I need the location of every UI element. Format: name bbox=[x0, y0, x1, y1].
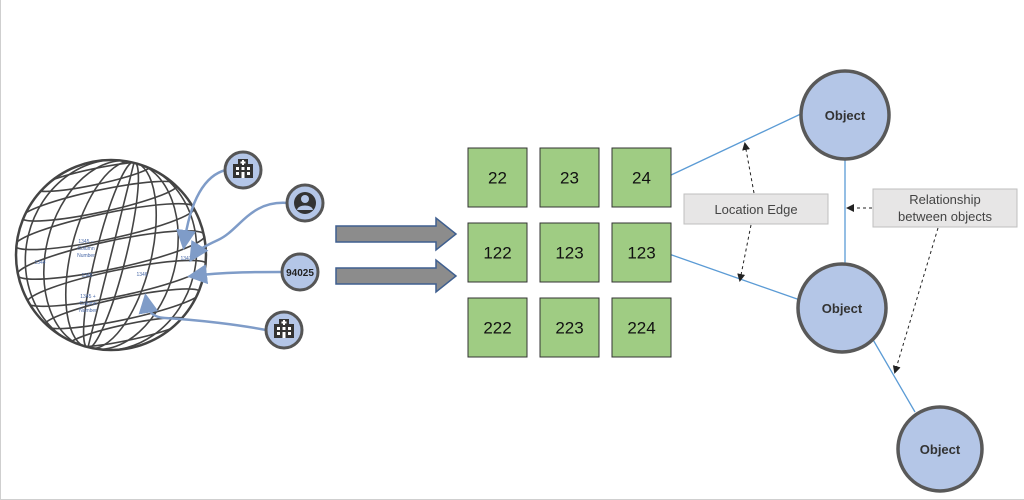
grid-cell-box bbox=[467, 297, 528, 358]
grid-cell-label: 123 bbox=[627, 244, 655, 263]
pointer-relationship-down bbox=[892, 227, 939, 374]
arrow-hospital-bottom bbox=[138, 293, 267, 332]
badge-person bbox=[285, 183, 325, 223]
globe-label-right1: 1346 bbox=[136, 272, 147, 278]
location-edge-box: Location Edge bbox=[683, 193, 829, 225]
object-node-1: Object bbox=[799, 69, 891, 161]
location-edge-label: Location Edge bbox=[714, 202, 797, 217]
object-label-1: Object bbox=[825, 108, 866, 123]
grid-cell: 22 bbox=[467, 147, 528, 208]
arrow-hospital-top bbox=[176, 168, 227, 250]
arrow-zip bbox=[187, 264, 283, 285]
grid-cell: 224 bbox=[611, 297, 672, 358]
badge-hospital-bottom bbox=[264, 310, 304, 350]
edge-object2-object3 bbox=[871, 337, 916, 413]
grid-cell: 222 bbox=[467, 297, 528, 358]
relationship-label-line1: Relationship bbox=[909, 192, 981, 207]
badge-arrows bbox=[138, 168, 289, 332]
object-node-3: Object bbox=[896, 405, 984, 493]
grid-cell: 122 bbox=[467, 222, 528, 283]
relationship-label-line2: between objects bbox=[898, 209, 992, 224]
hospital-icon bbox=[274, 319, 294, 338]
pointer-location-edge-up bbox=[742, 142, 755, 194]
arrow-person bbox=[189, 201, 289, 263]
grid-cell-label: 222 bbox=[483, 319, 511, 338]
grid-cell-label: 23 bbox=[560, 169, 579, 188]
grid-cell-label: 22 bbox=[488, 169, 507, 188]
globe-label-right2: 1347 bbox=[180, 256, 191, 262]
process-arrows bbox=[335, 216, 458, 294]
object-edges bbox=[668, 111, 916, 413]
object-node-2: Object bbox=[796, 262, 888, 354]
globe-label-top-2: Column bbox=[77, 246, 94, 252]
grid-cell: 123 bbox=[539, 222, 600, 283]
process-arrow-lower bbox=[335, 258, 458, 294]
globe-label-bottom-2: Column bbox=[79, 301, 96, 307]
globe-label-top-3: Number bbox=[77, 253, 95, 259]
edge-123-object2 bbox=[668, 253, 801, 301]
grid-cell-box bbox=[539, 222, 600, 283]
process-arrow-upper bbox=[335, 216, 458, 252]
object-label-2: Object bbox=[822, 301, 863, 316]
zip-code-label: 94025 bbox=[286, 268, 314, 279]
grid-cell-box bbox=[611, 147, 672, 208]
badge-hospital-top bbox=[223, 150, 263, 190]
grid-cell: 23 bbox=[539, 147, 600, 208]
grid-cell: 123 bbox=[611, 222, 672, 283]
hospital-icon bbox=[233, 159, 253, 178]
grid-cell-box bbox=[611, 297, 672, 358]
grid-cell-label: 224 bbox=[627, 319, 655, 338]
relationship-box: Relationship between objects bbox=[872, 188, 1018, 228]
person-icon bbox=[294, 192, 316, 214]
badge-zip: 94025 bbox=[280, 252, 320, 292]
globe-label-bottom-3: Number bbox=[79, 308, 97, 314]
grid-cell: 24 bbox=[611, 147, 672, 208]
globe: 1345 – Column Number 1344 1345 1346 1347… bbox=[14, 158, 208, 352]
grid-cell-box bbox=[539, 297, 600, 358]
globe-label-top-1: 1345 – bbox=[78, 239, 94, 245]
grid-cell-label: 123 bbox=[555, 244, 583, 263]
globe-label-bottom-1: 1345 + bbox=[80, 294, 96, 300]
object-label-3: Object bbox=[920, 442, 961, 457]
grid-cell-box bbox=[467, 222, 528, 283]
grid-cell-box bbox=[467, 147, 528, 208]
pointer-location-edge-down bbox=[737, 224, 752, 282]
grid-cell-label: 122 bbox=[483, 244, 511, 263]
grid-cell-box bbox=[539, 147, 600, 208]
grid-cell-label: 24 bbox=[632, 169, 651, 188]
globe-label-center: 1345 bbox=[81, 273, 92, 279]
location-grid: 22 23 24 122 123 123 222 223 224 bbox=[467, 147, 672, 358]
grid-cell-label: 223 bbox=[555, 319, 583, 338]
grid-cell: 223 bbox=[539, 297, 600, 358]
dashed-pointers bbox=[737, 142, 939, 374]
edge-24-object1 bbox=[668, 111, 806, 177]
globe-label-left: 1344 bbox=[34, 260, 45, 266]
grid-cell-box bbox=[611, 222, 672, 283]
